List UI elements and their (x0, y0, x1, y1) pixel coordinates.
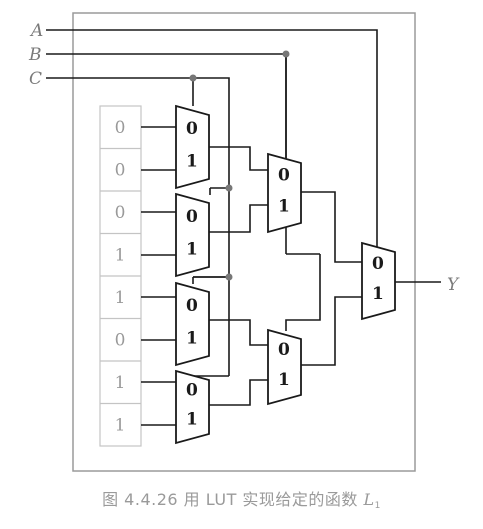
caption-function: L (363, 490, 375, 509)
outer-frame (72, 12, 416, 472)
input-label-b: B (28, 45, 42, 65)
mux-input-1-label: 1 (278, 197, 290, 217)
output-label-y: Y (447, 275, 460, 295)
mux-input-0-label: 0 (186, 296, 198, 316)
lut-cell-value: 1 (115, 373, 126, 393)
mux-input-1-label: 1 (372, 284, 384, 304)
input-wires (46, 29, 378, 376)
mux-l2-1: 01 (267, 152, 302, 234)
mux-input-0-label: 0 (186, 380, 198, 400)
mux-input-0-label: 0 (186, 119, 198, 139)
cell-wires (141, 126, 176, 426)
lut-memory: 0 0 0 1 1 0 1 1 (99, 105, 142, 447)
caption-subscript: 1 (374, 501, 381, 511)
input-label-a: A (29, 21, 43, 41)
caption-text: 图 4.4.26 用 LUT 实现给定的函数 (102, 490, 364, 509)
mux-input-0-label: 0 (278, 340, 290, 360)
figure-caption: 图 4.4.26 用 LUT 实现给定的函数 L1 (0, 486, 483, 511)
lut-cell-value: 1 (115, 246, 126, 266)
mux-l1-3: 01 (175, 281, 210, 367)
wire-c (46, 77, 194, 106)
mux-input-1-label: 1 (278, 370, 290, 390)
lut-cell-value: 1 (115, 416, 126, 436)
mux-input-1-label: 1 (186, 329, 198, 349)
mux-l3: 01 (361, 241, 396, 321)
mux-l1-1: 01 (175, 104, 210, 190)
mux-input-0-label: 0 (372, 254, 384, 274)
lut-cell-value: 0 (115, 203, 126, 223)
lut-cell-value: 0 (115, 331, 126, 351)
junction-dots (189, 50, 290, 281)
mux-l1-4: 01 (175, 369, 210, 445)
wire-a (46, 29, 378, 251)
level2-wires (285, 191, 362, 366)
lut-cell-value: 0 (115, 118, 126, 138)
mux-l2-2: 01 (267, 328, 302, 406)
mux-input-0-label: 0 (186, 207, 198, 227)
mux-input-1-label: 1 (186, 152, 198, 172)
mux-l1-2: 01 (175, 192, 210, 278)
mux-input-1-label: 1 (186, 409, 198, 429)
lut-cell-value: 0 (115, 161, 126, 181)
mux-input-1-label: 1 (186, 240, 198, 260)
lut-cell-value: 1 (115, 288, 126, 308)
input-label-c: C (29, 69, 42, 89)
mux-input-0-label: 0 (278, 166, 290, 186)
wire-b (46, 53, 287, 158)
